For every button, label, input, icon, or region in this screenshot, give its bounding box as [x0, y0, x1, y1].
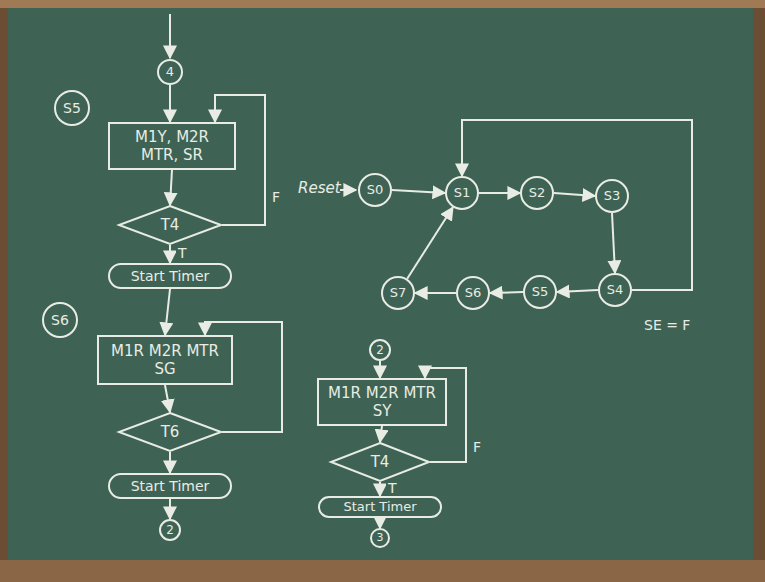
state-label: S5 — [54, 90, 90, 126]
node-text: S2 — [529, 185, 546, 201]
frame-top — [0, 0, 765, 8]
reset-arrow — [340, 189, 356, 191]
connector — [612, 213, 615, 273]
node-text: Start Timer — [131, 268, 210, 285]
conditional-output: Start Timer — [108, 263, 232, 289]
connector — [462, 120, 692, 290]
connector — [165, 385, 170, 412]
chalk-tray — [0, 560, 765, 582]
state-label: S6 — [42, 302, 78, 338]
node-text: S6 — [465, 285, 482, 301]
node-text: S0 — [367, 182, 384, 198]
state-circle: S2 — [520, 176, 554, 210]
board-surface — [8, 8, 753, 560]
state-box: M1Y, M2R MTR, SR — [108, 122, 236, 170]
state-box: M1R M2R MTR SY — [317, 378, 447, 426]
node-text: S1 — [454, 185, 471, 201]
connector — [215, 95, 265, 225]
connector — [169, 499, 171, 519]
decision-diamond: T4 — [330, 442, 430, 482]
connector — [479, 192, 520, 194]
state-circle: S4 — [598, 273, 632, 307]
state-circle: S3 — [595, 179, 629, 213]
node-text: S4 — [607, 282, 624, 298]
connector — [554, 193, 595, 196]
node-text: 2 — [166, 523, 174, 537]
conditional-output: Start Timer — [108, 473, 232, 499]
state-circle: S0 — [358, 173, 392, 207]
off-page-connector: 2 — [369, 339, 391, 361]
connector — [557, 290, 598, 292]
connector — [380, 426, 382, 442]
connector — [379, 482, 381, 496]
connector — [169, 452, 171, 473]
node-text: M1R M2R MTR SY — [325, 384, 439, 420]
conditional-output: Start Timer — [318, 496, 442, 518]
connector — [170, 170, 172, 205]
node-text: 3 — [377, 531, 384, 544]
reset-label: Reset — [298, 180, 341, 197]
off-page-connector: 2 — [159, 519, 181, 541]
node-text: S5 — [63, 100, 81, 117]
node-text: T4 — [161, 216, 180, 234]
decision-diamond: T4 — [118, 205, 222, 245]
connector — [490, 292, 523, 293]
state-circle: S5 — [523, 275, 557, 309]
off-page-connector: 3 — [370, 528, 389, 547]
edge-label: SE = F — [642, 318, 692, 333]
connector — [415, 292, 456, 294]
connector — [165, 289, 170, 335]
off-page-connector: 4 — [157, 59, 183, 85]
connector — [205, 322, 282, 432]
state-circle: S7 — [381, 276, 415, 310]
connector — [392, 190, 445, 193]
node-text: M1Y, M2R MTR, SR — [116, 128, 228, 164]
node-text: S6 — [51, 312, 69, 329]
state-circle: S1 — [445, 176, 479, 210]
entry-line — [169, 14, 171, 58]
edge-label: F — [471, 440, 483, 455]
edge-label: F — [270, 190, 282, 205]
node-text: M1R M2R MTR SG — [105, 342, 225, 378]
node-text: T4 — [371, 453, 390, 471]
connector — [169, 245, 171, 263]
state-box: M1R M2R MTR SG — [97, 335, 233, 385]
node-text: S3 — [604, 188, 621, 204]
connector — [169, 85, 171, 122]
node-text: T6 — [161, 423, 180, 441]
connector — [407, 207, 453, 278]
node-text: S7 — [390, 285, 407, 301]
node-text: 4 — [166, 64, 174, 80]
node-text: S5 — [532, 284, 549, 300]
decision-diamond: T6 — [118, 412, 222, 452]
connector — [379, 361, 381, 378]
connector — [379, 518, 381, 528]
node-text: Start Timer — [343, 499, 416, 515]
edge-label: T — [176, 246, 189, 261]
node-text: Start Timer — [131, 478, 210, 495]
edge-label: T — [386, 481, 399, 496]
node-text: 2 — [376, 343, 384, 357]
state-circle: S6 — [456, 276, 490, 310]
